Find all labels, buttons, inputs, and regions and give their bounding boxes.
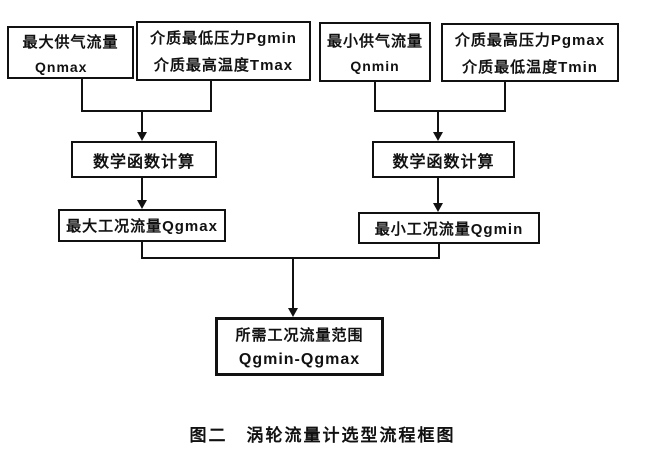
figure-caption: 图二 涡轮流量计选型流程框图	[189, 426, 456, 445]
node-min-working-flow: 最小工况流量Qgmin	[358, 212, 540, 244]
connector-line	[292, 259, 294, 308]
node-text: 介质最高压力Pgmax	[454, 31, 606, 49]
node-max-supply-flow: 最大供气流量 Qnmax	[7, 26, 134, 79]
node-text: Qnmin	[350, 58, 400, 74]
node-text: 最小供气流量	[326, 33, 423, 50]
connector-line	[81, 78, 83, 112]
node-min-pressure-max-temp: 介质最低压力Pgmin 介质最高温度Tmax	[136, 21, 311, 81]
connector-line	[81, 110, 212, 112]
connector-line	[210, 80, 212, 112]
connector-line	[374, 110, 506, 112]
connector-line	[437, 112, 439, 132]
connector-line	[438, 244, 440, 259]
node-math-calculation-left: 数学函数计算	[71, 141, 217, 178]
node-text: 介质最低压力Pgmin	[150, 30, 297, 47]
node-required-flow-range: 所需工况流量范围 Qgmin-Qgmax	[215, 317, 384, 376]
arrow-down-icon	[433, 203, 443, 212]
node-text: Qgmin-Qgmax	[238, 351, 361, 368]
connector-line	[504, 81, 506, 112]
node-math-calculation-right: 数学函数计算	[372, 141, 515, 178]
node-text: 最大供气流量	[22, 33, 119, 51]
node-text: 数学函数计算	[92, 153, 195, 171]
connector-line	[141, 257, 440, 259]
connector-line	[141, 242, 143, 259]
arrow-down-icon	[288, 308, 298, 317]
node-max-working-flow: 最大工况流量Qgmax	[58, 209, 226, 242]
node-text: 最小工况流量Qgmin	[374, 220, 524, 238]
node-text: 最大工况流量Qgmax	[66, 218, 218, 235]
connector-line	[141, 112, 143, 132]
connector-line	[374, 81, 376, 112]
arrow-down-icon	[433, 132, 443, 141]
connector-line	[437, 178, 439, 203]
node-text: 介质最高温度Tmax	[153, 57, 294, 74]
node-text: Qnmax	[35, 58, 88, 75]
node-text: 数学函数计算	[392, 153, 495, 171]
arrow-down-icon	[137, 200, 147, 209]
node-max-pressure-min-temp: 介质最高压力Pgmax 介质最低温度Tmin	[441, 23, 619, 82]
node-text: 所需工况流量范围	[235, 327, 364, 344]
connector-line	[141, 178, 143, 200]
node-min-supply-flow: 最小供气流量 Qnmin	[319, 22, 431, 82]
arrow-down-icon	[137, 132, 147, 141]
node-text: 介质最低温度Tmin	[462, 58, 598, 76]
